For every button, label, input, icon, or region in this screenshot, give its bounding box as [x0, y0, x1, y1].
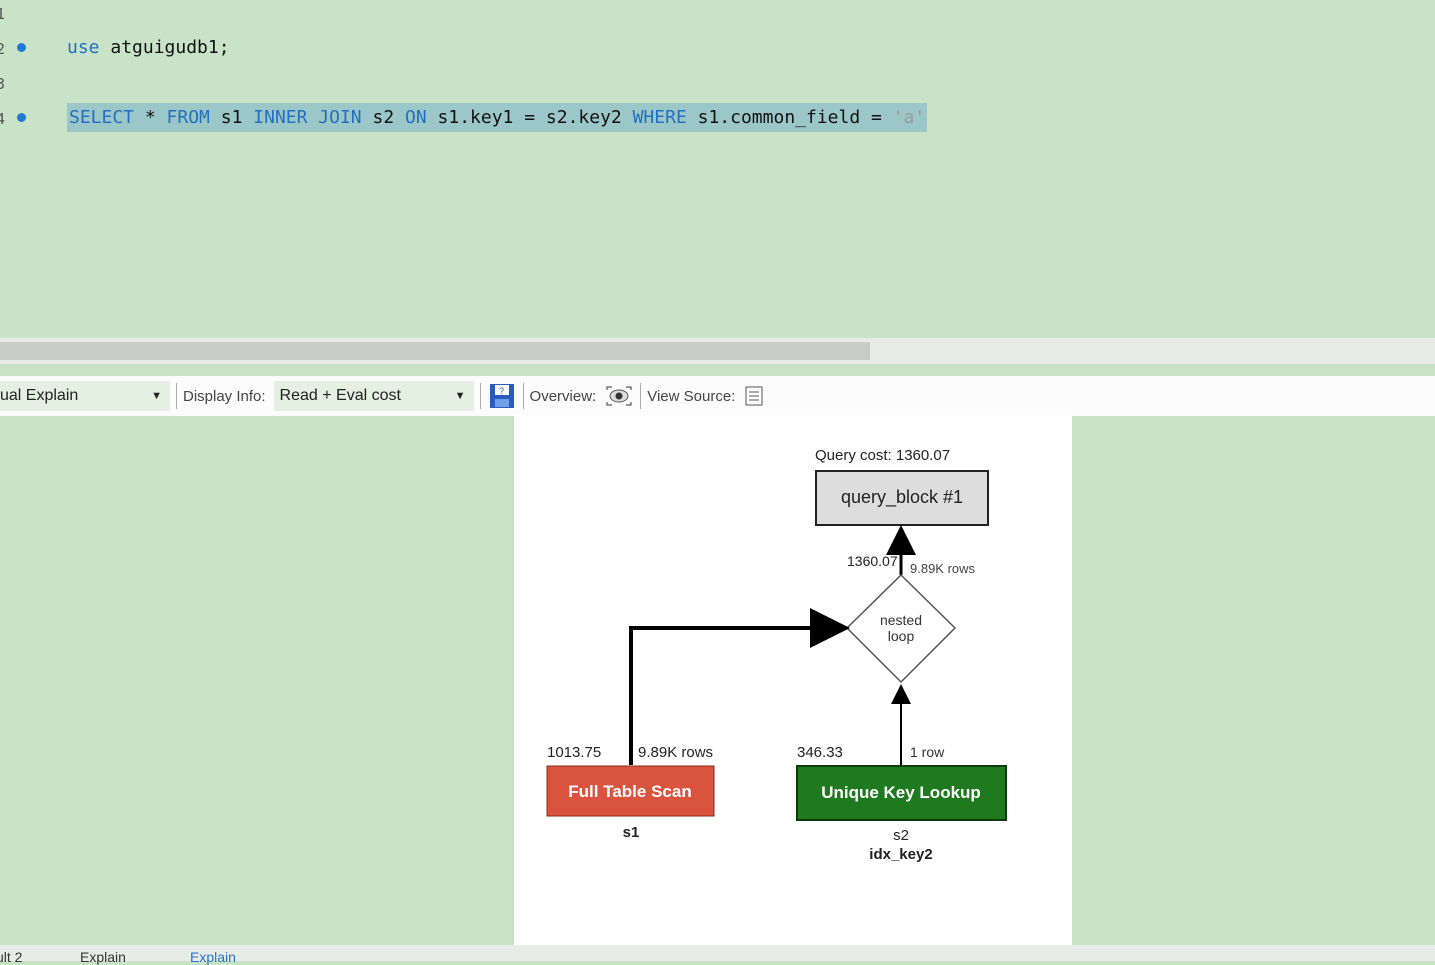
- visual-explain-canvas[interactable]: Query cost: 1360.07 query_block #1 1360.…: [514, 415, 1072, 945]
- keyword: ON: [405, 107, 427, 128]
- divider: [479, 383, 481, 409]
- overview-eye-icon[interactable]: [604, 384, 634, 408]
- keyword: INNER JOIN: [253, 107, 362, 128]
- view-source-label: View Source:: [647, 387, 736, 405]
- code-text: s1.common_field =: [686, 107, 893, 128]
- line-number: 4: [0, 110, 6, 128]
- view-source-icon[interactable]: [743, 385, 765, 407]
- keyword: FROM: [166, 107, 210, 128]
- keyword: SELECT: [69, 107, 135, 128]
- code-line-2: use atguigudb1;: [67, 37, 230, 58]
- display-info-select[interactable]: Read + Eval cost ▼: [273, 381, 474, 411]
- divider: [176, 383, 177, 409]
- full-table-scan-node[interactable]: [546, 765, 715, 817]
- s2-cost: 346.33: [797, 744, 843, 761]
- code-text: s1: [209, 107, 254, 128]
- svg-text:?: ?: [499, 386, 504, 396]
- chevron-down-icon: ▼: [454, 390, 466, 402]
- scrollbar-thumb[interactable]: [0, 342, 870, 360]
- code-line-4: SELECT * FROM s1 INNER JOIN s2 ON s1.key…: [67, 103, 928, 132]
- display-info-label: Display Info:: [183, 387, 266, 405]
- nested-loop-label: loop: [888, 628, 915, 644]
- result-tabs: ult 2 Explain Explain: [0, 945, 1435, 965]
- line-number: 3: [0, 75, 6, 93]
- query-block-label: query_block #1: [841, 487, 963, 508]
- code-text: atguigudb1;: [99, 37, 230, 58]
- nested-loop-label: nested: [880, 612, 922, 628]
- code-text: s2: [361, 107, 405, 128]
- s2-table-label: s2: [893, 827, 909, 844]
- tab-result-2[interactable]: ult 2: [0, 949, 23, 965]
- string-literal: 'a': [892, 107, 926, 128]
- s1-cost: 1013.75: [547, 744, 601, 761]
- view-mode-value: ual Explain: [0, 387, 79, 404]
- save-icon[interactable]: ?: [487, 382, 517, 410]
- line-number: 2: [0, 40, 6, 58]
- nested-cost: 1360.07: [847, 553, 898, 569]
- tab-explain[interactable]: Explain: [80, 949, 126, 965]
- unique-key-lookup-node[interactable]: [796, 765, 1007, 821]
- s2-key-label: idx_key2: [869, 846, 932, 863]
- sql-editor[interactable]: 1 2 3 4 use atguigudb1; SELECT * FROM s1…: [0, 0, 1435, 338]
- full-table-scan-label: Full Table Scan: [568, 782, 691, 801]
- nested-loop-node[interactable]: [845, 573, 957, 684]
- tab-explain-active[interactable]: Explain: [190, 949, 236, 965]
- unique-key-lookup-label: Unique Key Lookup: [821, 783, 981, 802]
- horizontal-scrollbar[interactable]: [0, 338, 1435, 364]
- code-text: s1.key1 = s2.key2: [426, 107, 633, 128]
- chevron-down-icon: ▼: [151, 390, 162, 402]
- divider: [522, 383, 524, 409]
- view-mode-select[interactable]: ual Explain ▼: [0, 381, 170, 411]
- display-info-value: Read + Eval cost: [279, 387, 401, 404]
- statement-marker-icon: [17, 113, 26, 122]
- s1-rows: 9.89K rows: [638, 744, 713, 761]
- divider: [640, 383, 642, 409]
- overview-label: Overview:: [529, 387, 597, 405]
- explain-toolbar: ual Explain ▼ Display Info: Read + Eval c…: [0, 376, 1435, 416]
- keyword: WHERE: [632, 107, 687, 128]
- s2-rows: 1 row: [910, 744, 945, 760]
- edge-s1-to-nested: [629, 608, 850, 765]
- line-number: 1: [0, 5, 6, 23]
- code-text: *: [134, 107, 167, 128]
- query-cost-label: Query cost: 1360.07: [815, 447, 950, 464]
- statement-marker-icon: [17, 43, 26, 52]
- s1-table-label: s1: [623, 824, 640, 841]
- nested-rows: 9.89K rows: [910, 561, 976, 576]
- keyword: use: [67, 37, 100, 58]
- explain-diagram: Query cost: 1360.07 query_block #1 1360.…: [546, 447, 1007, 863]
